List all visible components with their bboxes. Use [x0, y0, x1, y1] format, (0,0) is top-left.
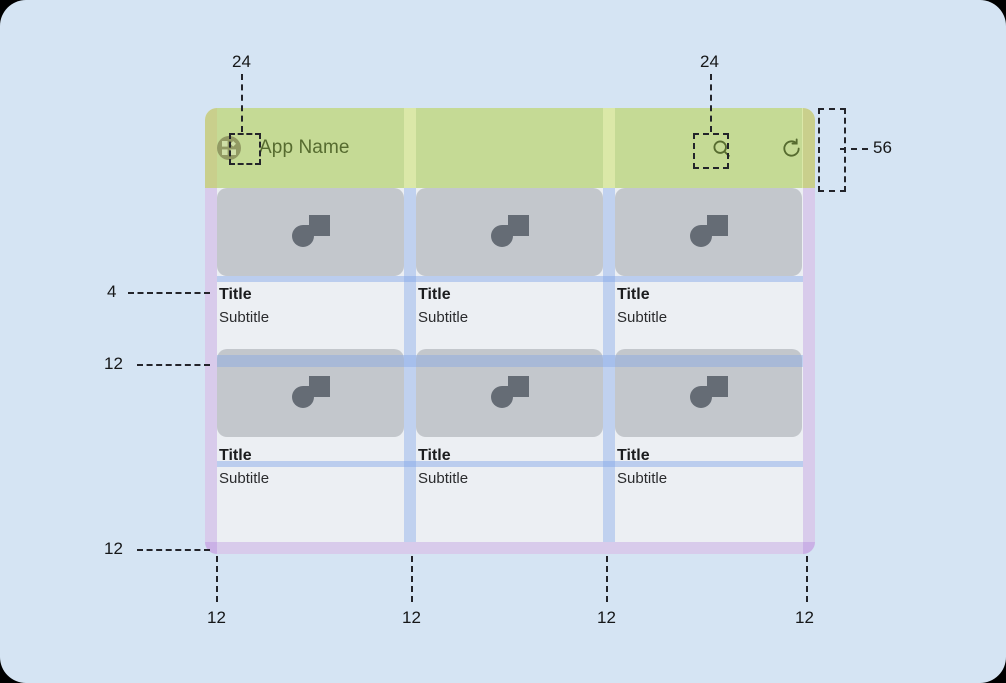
card-subtitle: Subtitle — [418, 470, 469, 488]
card-title: Title — [219, 286, 252, 303]
card-title: Title — [418, 286, 451, 303]
card-subtitle: Subtitle — [418, 309, 469, 327]
annotation-leader-bottom-2 — [411, 556, 413, 602]
annotation-box-logo — [229, 133, 261, 165]
body-right-padding-overlay — [803, 188, 815, 554]
annotation-label-search-size: 24 — [700, 52, 719, 71]
image-placeholder-icon — [291, 215, 330, 247]
annotation-leader-bottom-padding — [137, 549, 210, 551]
annotation-box-search — [693, 133, 729, 169]
card-title: Title — [617, 446, 650, 464]
image-placeholder-icon — [291, 375, 330, 408]
card-media — [217, 188, 404, 276]
card-media — [615, 348, 802, 437]
annotation-label-bottom-3: 12 — [597, 608, 616, 627]
card-subtitle: Subtitle — [219, 309, 270, 327]
annotation-leader-row-gutter — [137, 364, 210, 366]
app-frame: App Name — [205, 108, 815, 554]
image-placeholder-icon — [689, 215, 728, 247]
list-item[interactable]: Title Subtitle — [416, 188, 603, 337]
image-placeholder-icon — [689, 375, 728, 408]
image-placeholder-icon — [490, 215, 529, 247]
card-text: Title Subtitle — [217, 280, 404, 337]
annotation-label-row-gutter: 12 — [104, 354, 123, 373]
annotation-label-bottom-padding: 12 — [104, 539, 123, 558]
annotation-label-title-gap: 4 — [107, 282, 117, 301]
annotation-leader-logo — [241, 74, 243, 132]
annotation-label-logo-size: 24 — [232, 52, 251, 71]
annotation-label-bottom-1: 12 — [207, 608, 226, 627]
list-item[interactable]: Title Subtitle — [217, 348, 404, 498]
refresh-icon[interactable] — [779, 136, 803, 160]
annotation-leader-appbar-height — [840, 148, 868, 150]
annotation-leader-bottom-4 — [806, 556, 808, 602]
app-title: App Name — [259, 137, 350, 158]
card-media — [615, 188, 802, 276]
annotation-label-bottom-4: 12 — [795, 608, 814, 627]
card-media — [217, 348, 404, 437]
annotation-leader-bottom-1 — [216, 556, 218, 602]
card-text: Title Subtitle — [217, 441, 404, 498]
card-text: Title Subtitle — [416, 280, 603, 337]
card-title: Title — [617, 286, 650, 303]
card-subtitle: Subtitle — [219, 470, 270, 488]
card-subtitle: Subtitle — [617, 470, 668, 488]
card-text: Title Subtitle — [615, 280, 802, 337]
image-placeholder-icon — [490, 375, 529, 408]
card-grid: Title Subtitle Title Subtitle — [217, 188, 803, 497]
list-item[interactable]: Title Subtitle — [416, 348, 603, 498]
card-title: Title — [219, 446, 252, 464]
body-bottom-padding-overlay — [205, 542, 815, 554]
card-media — [416, 348, 603, 437]
list-item[interactable]: Title Subtitle — [615, 188, 802, 337]
annotation-leader-search — [710, 74, 712, 132]
app-bar: App Name — [205, 108, 815, 188]
card-text: Title Subtitle — [615, 441, 802, 498]
list-item[interactable]: Title Subtitle — [217, 188, 404, 337]
card-subtitle: Subtitle — [617, 309, 668, 327]
body-left-padding-overlay — [205, 188, 217, 554]
card-text: Title Subtitle — [416, 441, 603, 498]
list-item[interactable]: Title Subtitle — [615, 348, 802, 498]
annotation-box-appbar-height — [818, 108, 846, 192]
annotation-label-bottom-2: 12 — [402, 608, 421, 627]
annotation-label-appbar-height: 56 — [873, 138, 892, 157]
annotation-leader-title-gap — [128, 292, 210, 294]
card-media — [416, 188, 603, 276]
annotation-leader-bottom-3 — [606, 556, 608, 602]
card-title: Title — [418, 446, 451, 464]
